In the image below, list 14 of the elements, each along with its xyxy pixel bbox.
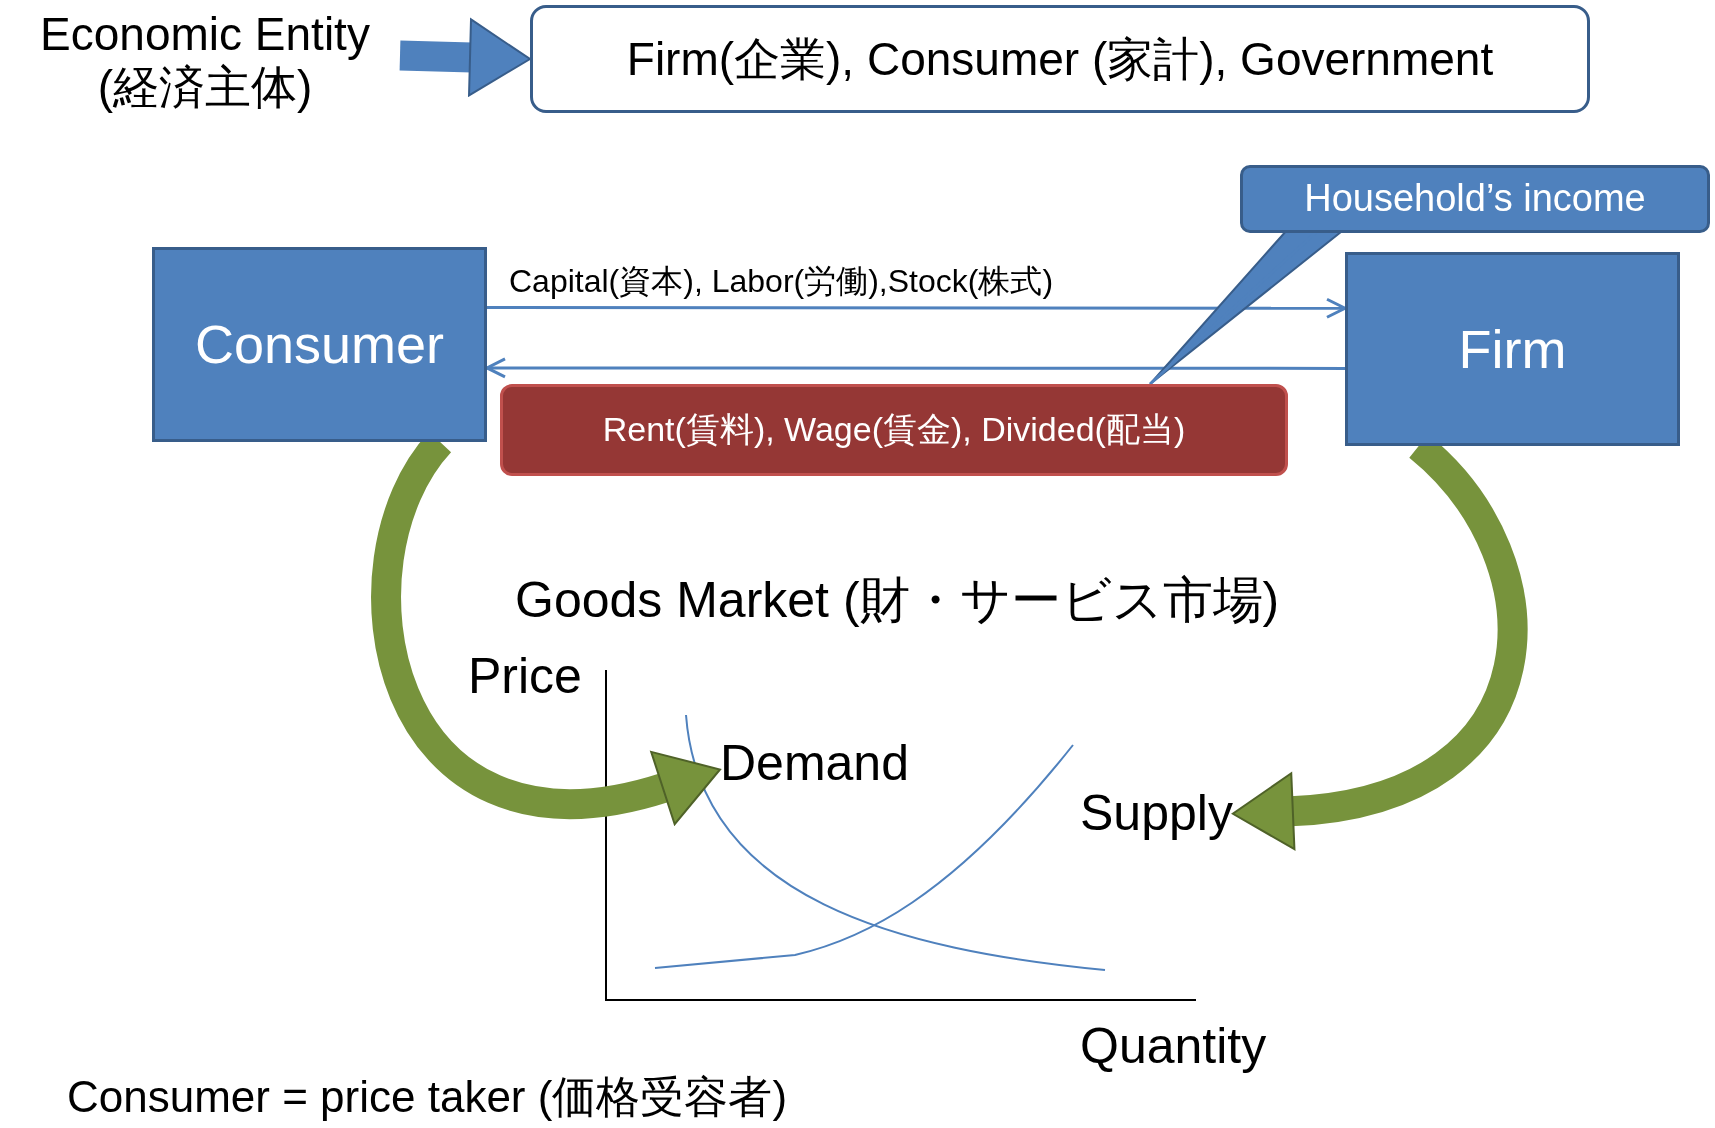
axis-label: Quantity	[1080, 1018, 1267, 1076]
entity-label: Economic Entity (経済主体)	[10, 8, 400, 114]
arrow	[485, 357, 1345, 379]
chart-title: Goods Market (財・サービス市場)	[515, 572, 1280, 630]
entity-box: Firm(企業), Consumer (家計), Government	[530, 5, 1590, 113]
curve-label: Demand	[720, 735, 909, 793]
axis-label: Price	[468, 648, 582, 706]
note-text: Consumer = price taker (価格受容者)	[67, 1072, 788, 1123]
payment-box: Rent(賃料), Wage(賃金), Divided(配当)	[500, 384, 1288, 476]
consumer-box: Consumer	[152, 247, 487, 442]
curve-label: Supply	[1080, 785, 1233, 843]
callout-bubble: Household’s income	[1240, 165, 1710, 233]
arrow	[487, 297, 1347, 319]
block-arrow	[399, 18, 531, 97]
